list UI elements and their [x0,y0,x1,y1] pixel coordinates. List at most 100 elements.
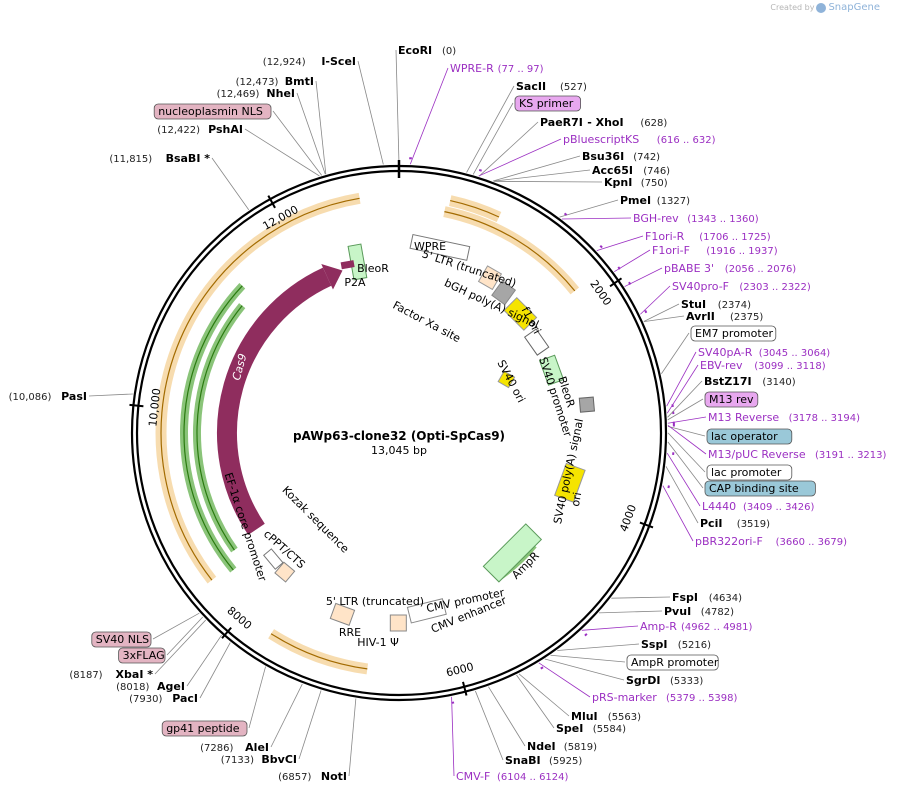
site-name: SgrDI [626,674,660,687]
leader-line [296,92,326,175]
site-position: (12,422) [157,125,200,136]
site-position: (3099 .. 3118) [754,361,826,372]
label-leaders [88,49,707,777]
site-name: SspI [641,638,667,651]
site-position: (7133) [221,755,254,766]
site-labels: EcoRI(0)WPRE-R(77 .. 97)SacII(527)KS pri… [9,44,887,783]
leader-line [557,643,640,651]
site-position: (1327) [657,196,690,207]
feature-box [706,428,793,445]
leader-line [474,690,504,761]
bleor-arrow-right [538,354,565,386]
annotation-band-core [183,285,243,571]
site-name: SacII [516,80,546,93]
site-position: (5819) [564,742,597,753]
site-position: (3409 .. 3426) [743,502,815,513]
leader-line [667,441,704,489]
feature-name: SV40 NLS [96,633,149,646]
site-name: AgeI [157,680,185,693]
leader-line [643,303,680,322]
site-name: PacI [172,692,198,705]
sv40-polya-box [578,396,595,413]
site-name: NotI [321,770,347,783]
site-position: (2374) [718,300,751,311]
site-name: PshAI [208,123,243,136]
site-position: (527) [560,82,587,93]
tick-mark [609,277,623,288]
site-name: AvrII [686,310,715,323]
primer-name: BGH-rev [633,212,679,225]
site-name: Bsu36I [582,150,624,163]
site-position: (6857) [278,772,311,783]
primer-name: EBV-rev [700,359,743,372]
leader-line [88,393,133,397]
site-name-extra: - XhoI [587,116,623,129]
leader-line [348,698,357,777]
primer-name: Amp-R [640,620,677,633]
tick-label: 6000 [445,660,475,680]
feature-name: EM7 promoter [695,327,773,340]
site-position: (5925) [549,756,582,767]
leader-line [666,452,701,507]
site-name: BbvCI [261,753,297,766]
site-name: NheI [266,87,295,100]
annotation-band-core [450,200,500,218]
leader-line [494,180,603,183]
leader-line [661,332,690,374]
leader-line [518,673,570,717]
site-position: (1916 .. 1937) [706,246,778,257]
tick-mark [267,195,276,209]
annotation-band-core [444,211,576,292]
leader-line [211,157,250,211]
site-position: (616 .. 632) [657,135,716,146]
site-position: (3519) [737,519,770,530]
feature-box [704,391,759,408]
site-position: (4634) [709,593,742,604]
site-position: (77 .. 97) [498,64,544,75]
leader-line [544,658,625,681]
site-position: (5333) [670,676,703,687]
site-position: (8018) [116,682,149,693]
site-name: SpeI [556,722,583,735]
site-name: StuI [681,298,706,311]
primer-marker [563,212,568,216]
feature-box [706,464,793,481]
feature-label: HIV-1 Ψ [357,636,399,649]
site-name: PciI [700,517,722,530]
feature-box [153,103,272,120]
leader-line [472,102,514,175]
site-position: (0) [442,46,456,57]
wpre-box [409,233,471,261]
leader-line [244,128,320,177]
site-position: (750) [641,178,668,189]
tick-mark [221,626,232,639]
primer-marker [667,485,670,489]
site-name: NdeI [527,740,556,753]
tick-mark [129,403,144,408]
leader-line [596,235,644,252]
feature-name: gp41 peptide [166,722,240,735]
site-position: (5216) [678,640,711,651]
leader-line [662,485,694,542]
brand-name: SnapGene [828,2,880,13]
ori-arrow [554,462,586,503]
site-position: (4782) [701,607,734,618]
plasmid-name: pAWp63-clone32 (Opti-SpCas9) [293,429,505,443]
leader-line [550,654,626,663]
ef1a-promoter [263,548,284,570]
leader-line [478,138,562,177]
site-position: (5584) [593,724,626,735]
leader-line [516,674,555,729]
leader-line [199,642,231,699]
leader-line [451,696,455,777]
site-position: (2375) [730,312,763,323]
leader-line [559,199,619,218]
leader-line [611,596,671,599]
feature-label: 5' LTR (truncated) [420,247,517,290]
leader-line [667,425,707,455]
leader-line [272,110,323,176]
cas9-arrowhead [321,264,343,290]
feature-label: 5' LTR (truncated) [326,595,424,608]
leader-line [581,625,639,631]
primer-marker [451,701,455,704]
